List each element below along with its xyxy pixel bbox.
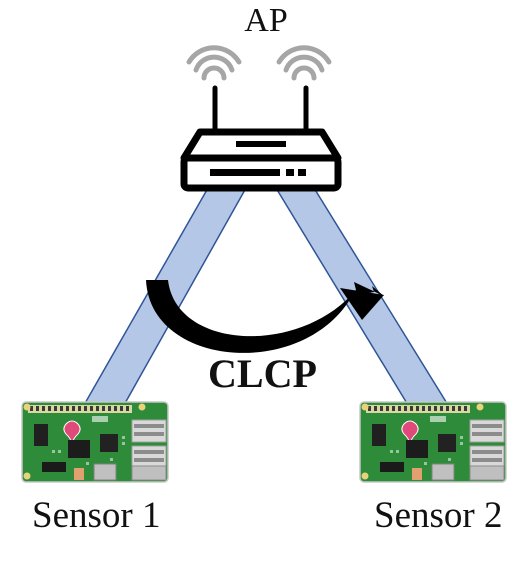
sensor2-board-icon — [359, 401, 507, 483]
sensor1-label: Sensor 1 — [32, 495, 161, 536]
protocol-label: CLCP — [208, 351, 317, 396]
router-icon — [180, 85, 342, 192]
sensor2-label: Sensor 2 — [374, 495, 503, 536]
curved-arrow-icon — [146, 280, 384, 353]
ap-label: AP — [244, 2, 288, 39]
wifi-icon — [186, 45, 242, 81]
wifi-icon — [276, 45, 332, 81]
sensor1-board-icon — [21, 401, 169, 483]
